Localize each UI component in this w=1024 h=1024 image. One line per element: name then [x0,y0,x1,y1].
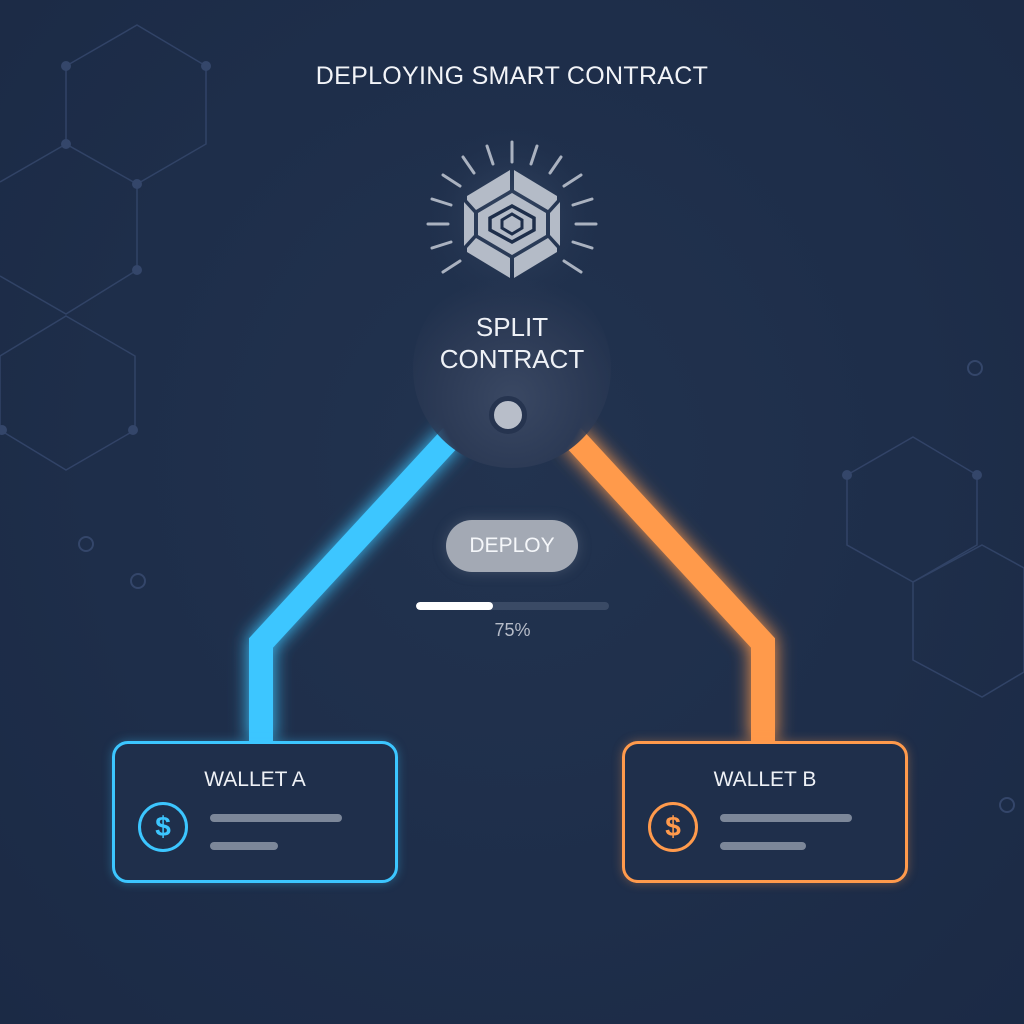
contract-hub [413,270,611,468]
progress-percent: 75% [494,620,531,640]
connection-line-wallet-b [563,427,775,742]
connection-line-wallet-a [249,427,461,742]
progress-fill [416,602,494,610]
wallet-a-placeholder-line-1 [210,814,342,822]
contract-label-line1: SPLIT [475,312,549,342]
ray-burst [426,140,598,274]
dollar-coin-icon: $ [648,802,698,852]
wallet-a-placeholder-line-2 [210,842,278,850]
wallet-a-title: WALLET A [204,768,306,791]
dollar-coin-icon: $ [138,802,188,852]
wallet-b-card[interactable]: WALLET B $ [622,741,908,883]
hexagon-contract-icon [464,170,560,278]
wallet-a-card[interactable]: WALLET A $ [112,741,398,883]
contract-label: SPLIT CONTRACT [412,311,612,375]
contract-label-line2: CONTRACT [439,344,585,374]
hub-node [489,396,527,434]
wallet-b-placeholder-line-2 [720,842,806,850]
page-title: DEPLOYING SMART CONTRACT [315,62,709,90]
deploy-button[interactable]: DEPLOY [446,520,578,572]
wallet-b-placeholder-line-1 [720,814,852,822]
wallet-b-title: WALLET B [713,768,817,791]
deploy-progress-bar [416,602,609,610]
